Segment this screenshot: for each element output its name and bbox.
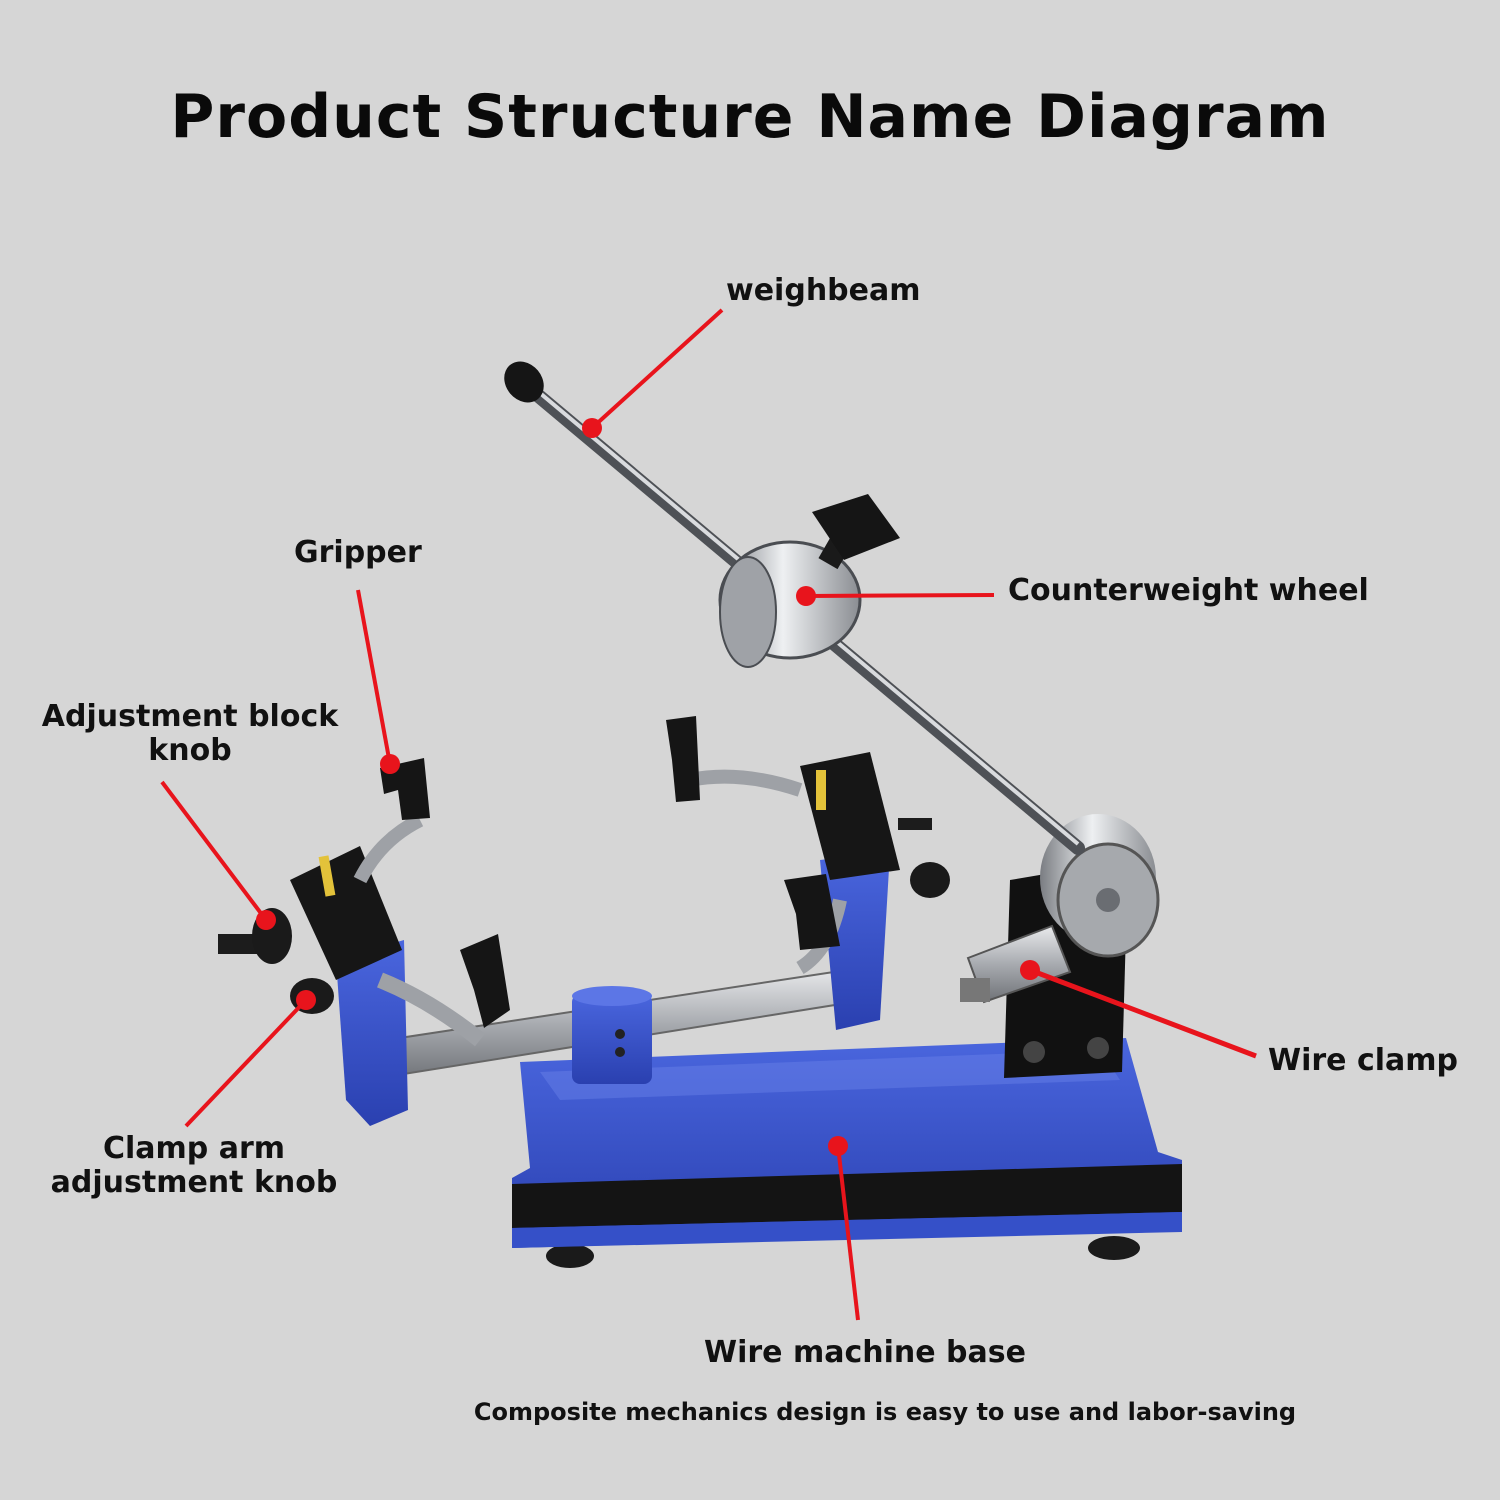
leader-dot (296, 990, 316, 1010)
right-clamp-assembly (666, 716, 950, 1030)
left-clamp-marker (318, 855, 336, 897)
leader-dot (828, 1136, 848, 1156)
support-arm (688, 769, 803, 797)
leader-base (836, 1145, 860, 1321)
right-knob-shape (910, 862, 950, 898)
label-adjustment-block-line2: knob (148, 733, 232, 768)
right-clamp-marker (816, 770, 826, 810)
center-post-top (572, 986, 652, 1006)
label-weighbeam: weighbeam (726, 273, 921, 308)
left-clamp-head (290, 846, 402, 980)
label-adjustment-block-knob: Adjustment block knob (40, 700, 340, 768)
center-post (572, 994, 652, 1084)
bolt (1023, 1041, 1045, 1063)
drum-hub (1096, 888, 1120, 912)
screw (898, 818, 932, 830)
support-arm (353, 813, 424, 884)
base-foot (1088, 1236, 1140, 1260)
base-foot (546, 1244, 594, 1268)
left-clamp-assembly (218, 758, 510, 1126)
bolt (615, 1047, 625, 1057)
counterweight-face (719, 556, 777, 668)
weighbeam-end-cap (504, 361, 544, 403)
base-tray (512, 1164, 1182, 1228)
right-clamp-body (820, 852, 890, 1030)
leader-clamp-arm (184, 998, 308, 1128)
leader-gripper (356, 589, 392, 765)
leader-dot (796, 586, 816, 606)
leader-dot (1020, 960, 1040, 980)
label-adjustment-block-line1: Adjustment block (41, 699, 339, 734)
diagram-title: Product Structure Name Diagram (170, 82, 1330, 152)
support-arm (377, 972, 485, 1047)
mounting-arm (358, 966, 868, 1084)
leader-dot (380, 754, 400, 774)
leader-weighbeam (590, 308, 724, 430)
leader-lines (160, 308, 1257, 1321)
label-gripper: Gripper (294, 535, 422, 570)
leader-dot (256, 910, 276, 930)
support-hook (666, 716, 700, 802)
base-highlight (540, 1050, 1120, 1100)
leader-dot (582, 418, 602, 438)
tension-tower (960, 814, 1160, 1078)
support-hook (460, 934, 510, 1028)
bolt (615, 1029, 625, 1039)
bolt (1087, 1037, 1109, 1059)
label-counterweight-wheel: Counterweight wheel (1008, 573, 1369, 608)
leader-adjustment-block (160, 780, 268, 922)
tagline: Composite mechanics design is easy to us… (473, 1398, 1297, 1426)
label-wire-machine-base: Wire machine base (704, 1335, 1026, 1370)
counterweight-knob (812, 494, 900, 560)
leader-wire-clamp (1029, 967, 1257, 1059)
right-clamp-head (800, 752, 900, 880)
leader-counterweight (805, 593, 995, 598)
label-clamp-arm-line1: Clamp arm (102, 1131, 286, 1166)
support-hook (784, 874, 840, 950)
weighbeam-assembly (504, 361, 1085, 855)
label-clamp-arm-adjustment-knob: Clamp arm adjustment knob (44, 1132, 344, 1200)
label-clamp-arm-line2: adjustment knob (50, 1165, 338, 1200)
label-wire-clamp: Wire clamp (1268, 1043, 1459, 1078)
wire-clamp-screw (960, 978, 990, 1002)
